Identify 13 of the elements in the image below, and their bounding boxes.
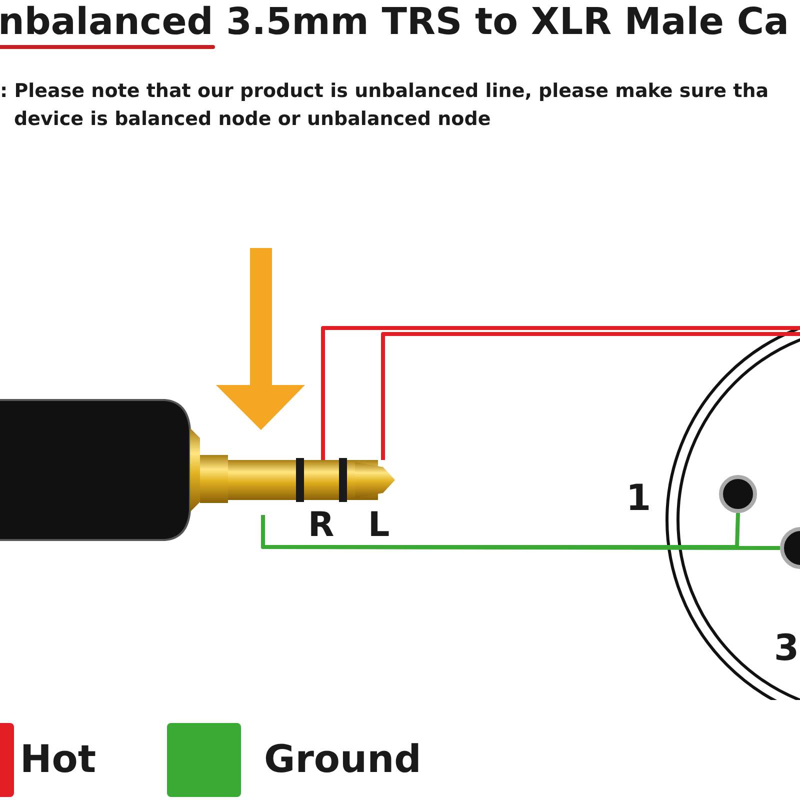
pin-socket [719,475,757,513]
legend-label: Hot [20,737,96,781]
wire [321,326,800,460]
contact-label: R [308,505,334,545]
wire [261,515,780,550]
note-text: : Please note that our product is unbalanced line, please make sure tha [0,80,769,102]
note-text: device is balanced node or unbalanced node [14,108,491,130]
wire [381,332,800,460]
legend-label: Ground [264,737,422,781]
pin-number: 1 [626,478,652,519]
pin-number: 3 [774,628,800,669]
title: nbalanced 3.5mm TRS to XLR Male Ca [0,0,790,43]
contact-label: L [368,505,390,545]
